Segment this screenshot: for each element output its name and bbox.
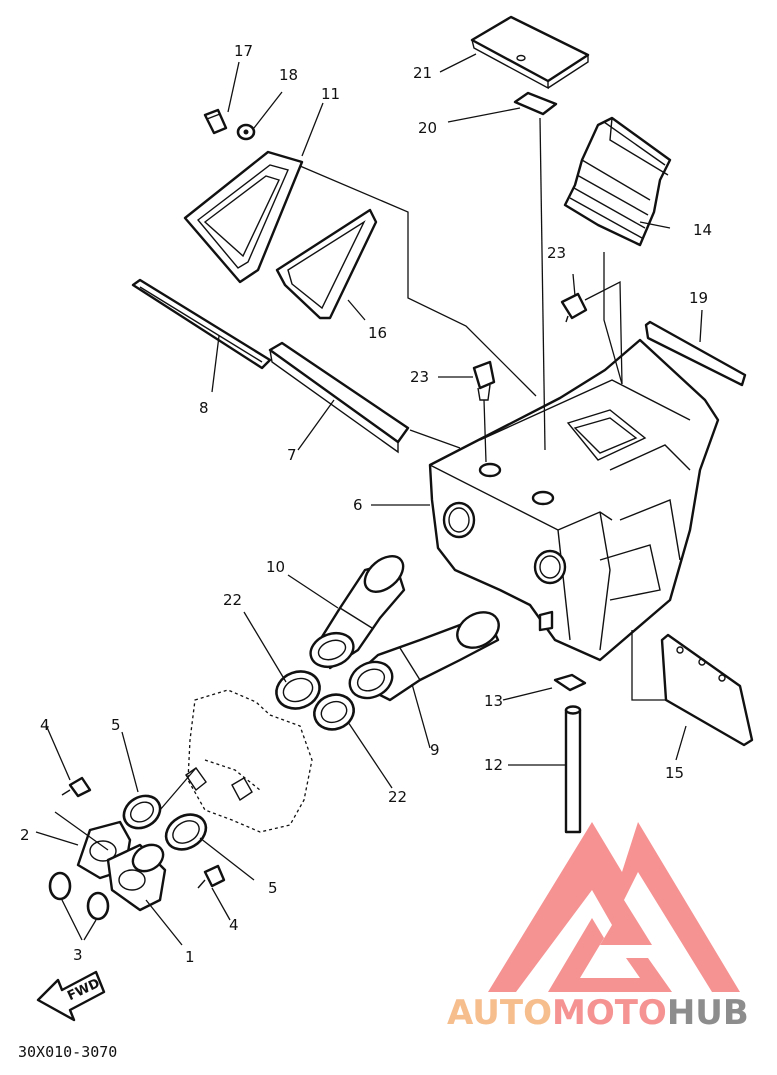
part-5-clamp-lower xyxy=(164,813,208,851)
part-17-bolt xyxy=(203,108,228,135)
callout-16: 16 xyxy=(368,324,387,342)
part-22-clamp-left xyxy=(275,670,321,710)
callout-10: 10 xyxy=(266,558,285,576)
part-1-manifold xyxy=(76,820,167,912)
callout-4b: 4 xyxy=(229,916,239,934)
diagram-code: 30X010-3070 xyxy=(18,1043,117,1061)
leader-lines xyxy=(35,53,703,946)
callout-22b: 22 xyxy=(388,788,407,806)
callout-22a: 22 xyxy=(223,591,242,609)
watermark-triangle-icon xyxy=(488,822,740,992)
watermark-logo: AUTOMOTOHUB xyxy=(447,822,749,1033)
part-3-o-ring-left xyxy=(48,871,72,901)
callout-23a: 23 xyxy=(547,244,566,262)
callout-14: 14 xyxy=(693,221,712,239)
watermark-moto: MOTO xyxy=(552,993,667,1033)
callout-8: 8 xyxy=(199,399,209,417)
callout-20: 20 xyxy=(418,119,437,137)
callout-5b: 5 xyxy=(268,879,278,897)
part-5-clamp-upper xyxy=(122,794,162,830)
callout-2: 2 xyxy=(20,826,30,844)
part-18-washer xyxy=(236,123,256,141)
part-14-intake-duct xyxy=(563,116,672,247)
part-4-screw-upper xyxy=(61,776,92,798)
part-4-screw-lower xyxy=(197,864,226,889)
fwd-arrow-icon: FWD xyxy=(36,970,106,1022)
part-9-intake-boot xyxy=(348,611,500,702)
part-6-air-box xyxy=(428,338,720,662)
watermark-hub: HUB xyxy=(667,993,749,1033)
callout-4a: 4 xyxy=(40,716,50,734)
part-23-bolt-upper xyxy=(560,292,588,323)
part-23-bolt-lower xyxy=(472,360,496,401)
callout-6: 6 xyxy=(353,496,363,514)
callout-12: 12 xyxy=(484,756,503,774)
callout-3: 3 xyxy=(73,946,83,964)
callout-19: 19 xyxy=(689,289,708,307)
callout-5a: 5 xyxy=(111,716,121,734)
watermark-auto: AUTO xyxy=(447,993,552,1033)
part-16-seal xyxy=(275,208,378,320)
callout-numbers: 1 2 3 4 4 5 5 6 7 8 9 10 11 12 13 14 15 … xyxy=(20,42,712,966)
callout-21: 21 xyxy=(413,64,432,82)
part-22-clamp-right xyxy=(313,693,355,731)
callout-23b: 23 xyxy=(410,368,429,386)
part-19-foam-strip xyxy=(644,320,747,387)
part-12-drain-pipe xyxy=(564,705,582,834)
callout-17: 17 xyxy=(234,42,253,60)
part-10-intake-boot xyxy=(309,555,406,670)
callout-13: 13 xyxy=(484,692,503,710)
watermark-text: AUTOMOTOHUB xyxy=(447,993,749,1033)
part-21-cover-plate xyxy=(470,15,590,90)
part-7-filter-foam xyxy=(268,341,410,454)
part-20-pad xyxy=(513,91,558,116)
callout-15: 15 xyxy=(665,764,684,782)
callout-11: 11 xyxy=(321,85,340,103)
part-15-side-plate xyxy=(660,633,754,747)
part-8-filter-element xyxy=(131,278,272,370)
callout-18: 18 xyxy=(279,66,298,84)
part-3-o-ring-right xyxy=(86,891,110,921)
callout-9: 9 xyxy=(430,741,440,759)
callout-1: 1 xyxy=(185,948,195,966)
callout-7: 7 xyxy=(287,446,297,464)
part-13-clip xyxy=(553,673,587,692)
part-11-filter-frame xyxy=(183,150,304,284)
carburetor-outline xyxy=(185,689,313,833)
